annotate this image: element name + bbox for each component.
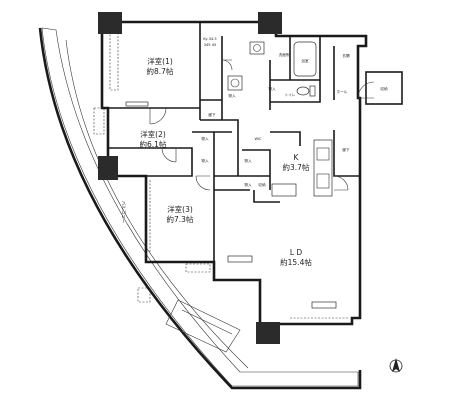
window-3 bbox=[125, 101, 149, 107]
label-detail-1: Ky-34.5 bbox=[203, 37, 216, 41]
dashed-fixture-3 bbox=[185, 263, 211, 273]
north-arrow-icon bbox=[389, 358, 403, 373]
label-balcony: バルコニー bbox=[120, 201, 126, 224]
column-2 bbox=[258, 12, 282, 34]
label-western1-area: 約8.7帖 bbox=[147, 66, 174, 76]
kitchen-sink bbox=[316, 147, 330, 161]
label-closet-3: 物入 bbox=[244, 158, 252, 163]
toilet-tank bbox=[309, 85, 316, 97]
door-ld[interactable] bbox=[333, 175, 349, 191]
washing-machine bbox=[227, 75, 243, 91]
balcony-bench-inner bbox=[181, 309, 233, 335]
label-western3-name: 洋室(3) bbox=[167, 204, 193, 214]
balcony-outline bbox=[41, 27, 359, 387]
kitchen-counter bbox=[313, 139, 333, 197]
label-bath: 浴室 bbox=[301, 58, 309, 63]
bathtub bbox=[293, 41, 317, 77]
toilet-bowl bbox=[296, 86, 310, 96]
label-detail-2: 345 45 bbox=[204, 43, 217, 47]
washbasin bbox=[249, 41, 265, 55]
dashed-fixture-4 bbox=[109, 29, 119, 91]
dashed-fixture-2 bbox=[137, 287, 151, 303]
label-washroom: 洗面所 bbox=[279, 52, 290, 57]
door-western2[interactable] bbox=[161, 147, 177, 163]
label-western2-name: 洋室(2) bbox=[140, 129, 166, 139]
label-hallway-upper: 廊下 bbox=[208, 112, 216, 117]
label-closet-6: 物入 bbox=[268, 86, 276, 91]
label-closet-5: 収納 bbox=[258, 182, 266, 187]
door-western3[interactable] bbox=[195, 175, 211, 191]
washbasin-bowl bbox=[253, 44, 261, 52]
label-entrance-hall: ホール bbox=[337, 89, 348, 94]
label-wic: WIC bbox=[254, 137, 262, 141]
label-ld-name: L D bbox=[290, 248, 303, 257]
entrance-storage-box bbox=[365, 71, 403, 105]
label-ld-area: 約15.4帖 bbox=[280, 257, 312, 267]
balcony-rail bbox=[65, 39, 249, 369]
balcony-bench bbox=[165, 299, 241, 353]
balcony-edge bbox=[38, 27, 362, 390]
door-wash[interactable] bbox=[221, 59, 233, 71]
door-western1[interactable] bbox=[149, 107, 167, 125]
label-closet-7: 物入 bbox=[228, 93, 236, 98]
label-kitchen-area: 約3.7帖 bbox=[283, 162, 310, 172]
door-entrance[interactable] bbox=[357, 81, 375, 99]
label-toilet: トイレ bbox=[285, 93, 296, 97]
label-western1-name: 洋室(1) bbox=[147, 56, 173, 66]
label-closet-1: 物入 bbox=[201, 136, 209, 141]
label-box: 収納 bbox=[380, 86, 388, 91]
window-2 bbox=[311, 301, 337, 309]
window-1 bbox=[227, 255, 253, 263]
kitchen-island bbox=[271, 183, 297, 197]
label-closet-4: 物入 bbox=[244, 182, 252, 187]
kitchen-stove bbox=[316, 173, 330, 189]
column-3 bbox=[98, 156, 118, 180]
label-western2-area: 約6.1帖 bbox=[140, 139, 167, 149]
column-4 bbox=[256, 322, 280, 344]
label-western3-area: 約7.3帖 bbox=[167, 214, 194, 224]
dashed-fixture-1 bbox=[93, 107, 105, 135]
label-kitchen-name: K bbox=[294, 153, 300, 162]
label-entrance: 玄関 bbox=[342, 53, 350, 58]
column-1 bbox=[98, 12, 122, 34]
washing-machine-drum bbox=[230, 78, 240, 88]
label-closet-2: 物入 bbox=[201, 158, 209, 163]
label-hallway-right: 廊下 bbox=[342, 147, 350, 152]
